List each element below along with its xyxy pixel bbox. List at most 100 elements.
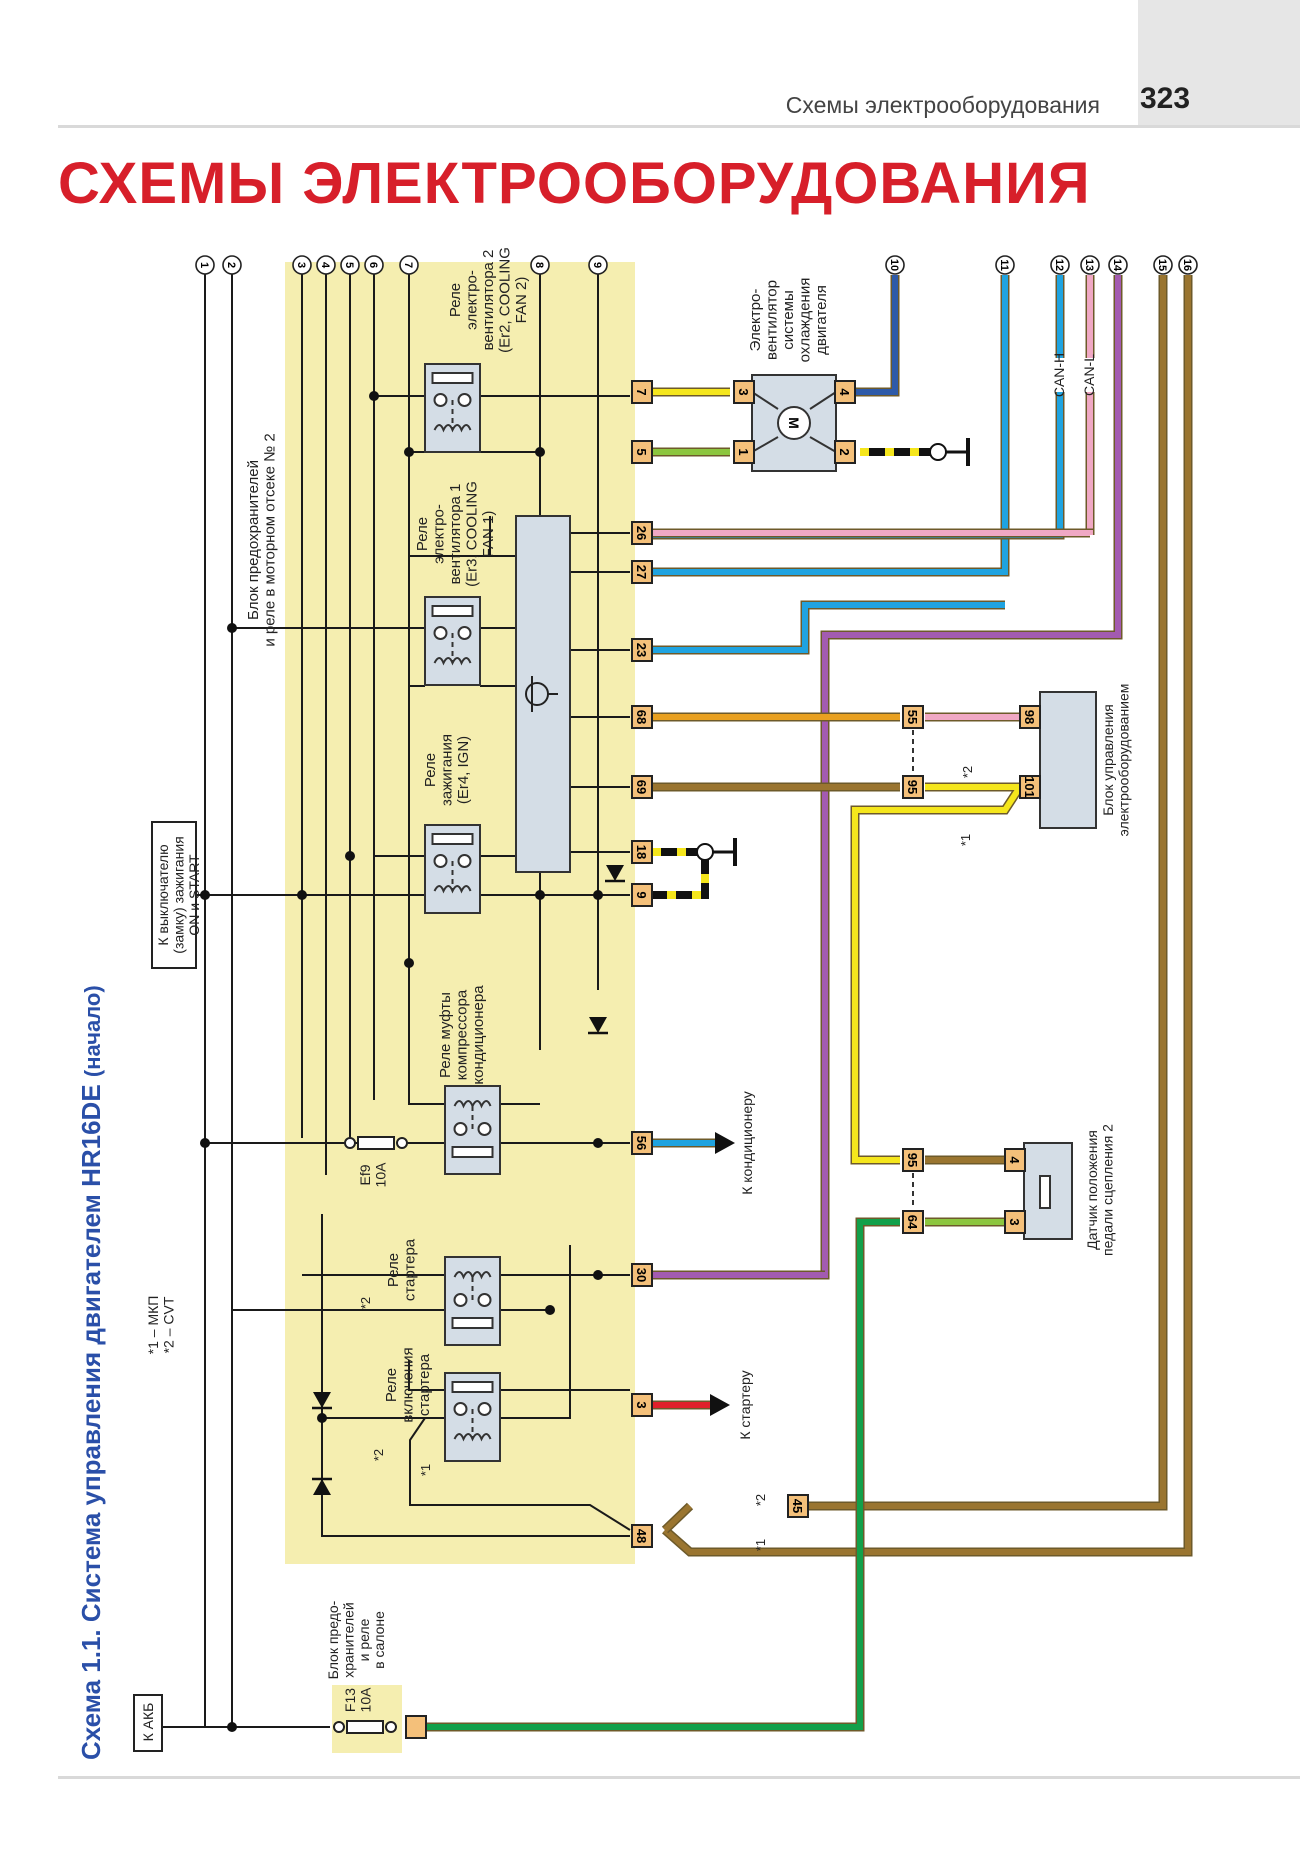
fuse-ef9-label-line: 10A bbox=[372, 1162, 388, 1188]
relay-starter-label-line: стартера bbox=[402, 1238, 419, 1301]
wire-number-badge: 2 bbox=[222, 255, 242, 275]
to-starter-label: К стартеру bbox=[737, 1370, 753, 1439]
motor-symbol: M bbox=[786, 417, 802, 429]
wire-number: 2 bbox=[225, 262, 237, 268]
connector-box bbox=[834, 440, 856, 464]
junction-dot bbox=[593, 1270, 603, 1280]
connector-label: 27 bbox=[634, 565, 649, 579]
badge-circle bbox=[1080, 255, 1100, 275]
ignition-switch-label-line: (замку) зажигания bbox=[170, 836, 186, 953]
connector-label: 3 bbox=[634, 1401, 649, 1408]
connector-label: 101 bbox=[1022, 776, 1037, 798]
cabin-fuse-block-label-line: и реле bbox=[356, 1618, 372, 1661]
wire-number: 6 bbox=[367, 262, 379, 268]
relay-starter-enable-label-line: стартера bbox=[416, 1353, 433, 1416]
wire-23-cyan bbox=[652, 602, 1005, 653]
fan-motor-label-line: системы bbox=[780, 290, 797, 350]
cabin-output-connector bbox=[405, 1715, 427, 1739]
wire-number: 3 bbox=[295, 262, 307, 268]
conn-23: 23 bbox=[631, 638, 653, 662]
junction-dot bbox=[535, 890, 545, 900]
fan-pin-2: 2 bbox=[834, 440, 856, 464]
connector-label: 3 bbox=[736, 388, 751, 395]
conn-64: 64 bbox=[902, 1210, 924, 1234]
connector-label: 48 bbox=[634, 1529, 649, 1543]
connector-label: 1 bbox=[736, 448, 751, 455]
junction-dot bbox=[227, 623, 237, 633]
main-title: СХЕМЫ ЭЛЕКТРООБОРУДОВАНИЯ bbox=[58, 151, 1091, 216]
badge-circle bbox=[1153, 255, 1173, 275]
wire-number-badge: 8 bbox=[530, 255, 550, 275]
wire-number: 5 bbox=[343, 262, 355, 268]
relay-body bbox=[444, 1085, 501, 1175]
relay-contact-bar bbox=[451, 1381, 494, 1393]
footnote-marker-line: *2 bbox=[960, 766, 975, 778]
relay-fan2-label-line: Реле bbox=[447, 283, 464, 317]
bcm-pin-101: 101 bbox=[1019, 775, 1041, 799]
footnote-marker-line: *1 bbox=[753, 1539, 768, 1551]
relay-starter bbox=[444, 1256, 501, 1346]
relay-starter-enable-label-line: включения bbox=[400, 1347, 417, 1422]
footnote-marker: *2 bbox=[371, 1449, 386, 1461]
to-ac-label-line: К кондиционеру bbox=[739, 1091, 755, 1195]
wire-number-badge: 1 bbox=[195, 255, 215, 275]
running-title: Схемы электрооборудования bbox=[785, 92, 1100, 118]
connector-box bbox=[631, 638, 653, 662]
connector-box bbox=[631, 521, 653, 545]
badge-circle bbox=[530, 255, 550, 275]
fuse-block-engine-label-line: и реле в моторном отсеке № 2 bbox=[262, 433, 279, 646]
bcm-label-line: электрооборудованием bbox=[1115, 684, 1131, 837]
ground-node bbox=[929, 443, 947, 461]
fan-motor-label-line: вентилятор bbox=[764, 280, 781, 360]
wire-16-brown bbox=[663, 275, 1191, 1555]
relay-contact-bar bbox=[431, 605, 474, 617]
connector-label: 7 bbox=[634, 388, 649, 395]
connector-box bbox=[787, 1494, 809, 1518]
relay-fan2-label-line: вентилятора 2 bbox=[480, 250, 497, 351]
wire-number-badge: 10 bbox=[885, 255, 905, 275]
relay-ac bbox=[444, 1085, 501, 1175]
connector-label: 98 bbox=[1022, 710, 1037, 724]
internal-wire-30 bbox=[321, 1214, 630, 1537]
to-ac-label: К кондиционеру bbox=[739, 1091, 755, 1195]
fan-motor: M bbox=[751, 374, 837, 472]
page-number: 323 bbox=[1140, 82, 1191, 115]
connector-label: 95 bbox=[905, 1153, 920, 1167]
motor-lead bbox=[751, 391, 779, 410]
conn-69: 69 bbox=[631, 775, 653, 799]
fan-pin-1: 1 bbox=[733, 440, 755, 464]
ac-arrow-icon bbox=[715, 1132, 735, 1154]
relay-terminal bbox=[477, 1122, 492, 1136]
wire-95-yellow bbox=[852, 784, 1026, 1163]
wire-number-badge: 7 bbox=[399, 255, 419, 275]
motor-icon bbox=[777, 406, 811, 440]
wire-number: 13 bbox=[1083, 259, 1095, 271]
relay-starter-enable bbox=[444, 1372, 501, 1462]
connector-label: 69 bbox=[634, 780, 649, 794]
relay-fan1-label-line: FAN 1) bbox=[480, 511, 497, 558]
wire-number: 15 bbox=[1156, 259, 1168, 271]
junction-dot bbox=[404, 958, 414, 968]
connector-box bbox=[902, 1148, 924, 1172]
junction-dot bbox=[297, 890, 307, 900]
footnote-marker: *1 bbox=[418, 1464, 433, 1476]
relay-fan1 bbox=[424, 596, 481, 686]
connector-box bbox=[631, 840, 653, 864]
footnote-marker: *2 bbox=[753, 1494, 768, 1506]
badge-circle bbox=[588, 255, 608, 275]
relay-terminal bbox=[453, 1402, 468, 1416]
relay-contact-bar bbox=[431, 372, 474, 384]
bcm-label-line: Блок управления bbox=[1100, 704, 1116, 816]
wire-48-split bbox=[662, 1503, 693, 1533]
caption-suffix: (начало) bbox=[80, 985, 105, 1077]
connector-box bbox=[902, 1210, 924, 1234]
conn-95: 95 bbox=[902, 775, 924, 799]
relay-fan1-label-line: вентилятора 1 bbox=[447, 484, 464, 585]
internal-wire-32 bbox=[500, 1245, 571, 1419]
wire-number-badge: 6 bbox=[364, 255, 384, 275]
relay-terminal bbox=[477, 1293, 492, 1307]
badge-circle bbox=[340, 255, 360, 275]
starter-arrow-icon bbox=[710, 1394, 730, 1416]
